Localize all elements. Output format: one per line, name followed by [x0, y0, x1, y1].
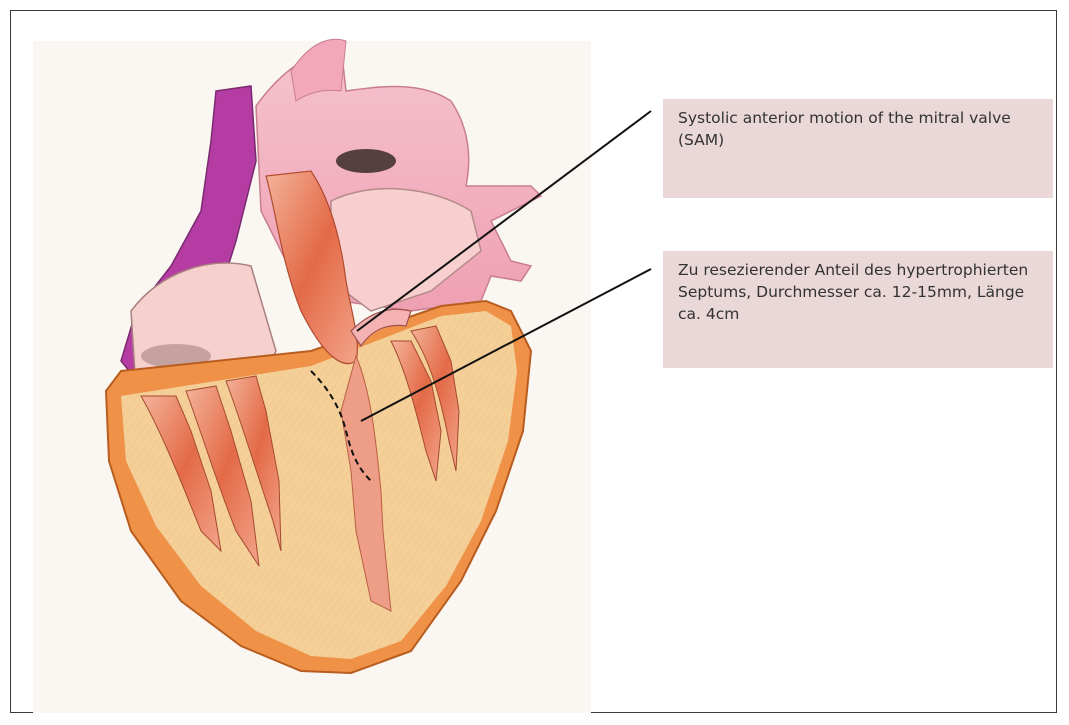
aortic-lumen — [336, 149, 396, 173]
callout-septum-text: Zu resezierender Anteil des hypertrophie… — [678, 261, 1028, 323]
figure-frame: Systolic anterior motion of the mitral v… — [10, 10, 1057, 713]
callout-sam-text: Systolic anterior motion of the mitral v… — [678, 109, 1011, 149]
callout-septum: Zu resezierender Anteil des hypertrophie… — [663, 251, 1053, 368]
callout-sam: Systolic anterior motion of the mitral v… — [663, 99, 1053, 198]
